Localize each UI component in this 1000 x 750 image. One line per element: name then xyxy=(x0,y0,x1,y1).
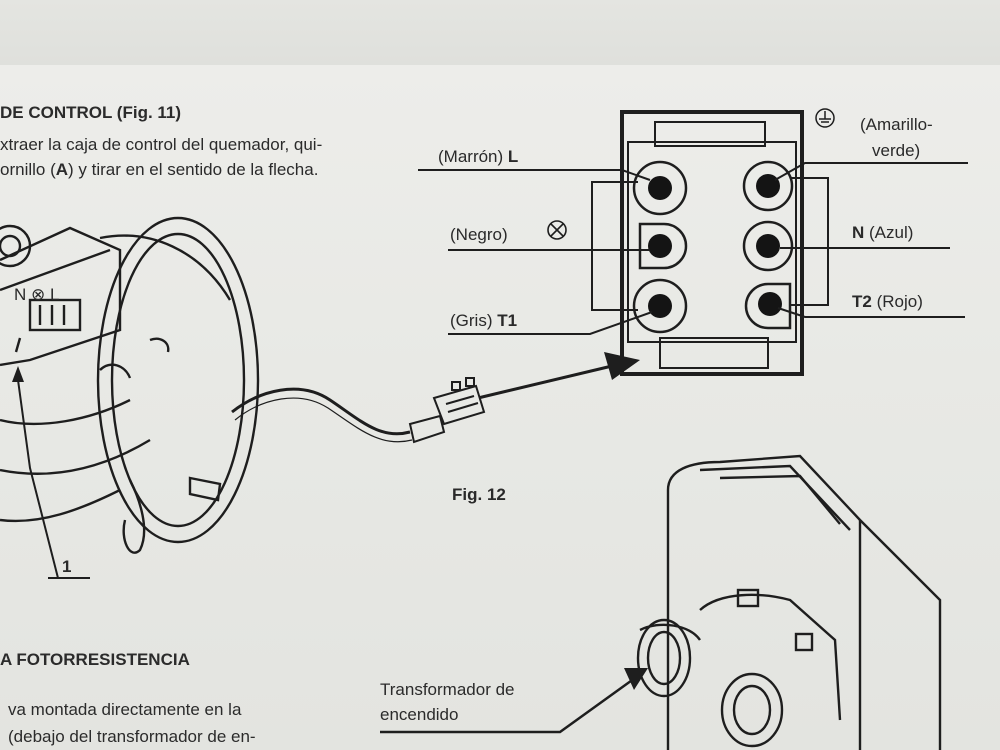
label-amarillo-1: (Amarillo- xyxy=(860,115,933,134)
pin-earth xyxy=(742,160,794,212)
label-negro: (Negro) xyxy=(450,225,508,244)
leader-rojo xyxy=(777,307,965,318)
manual-page xyxy=(0,65,1000,750)
section-heading-fotorresistencia: A FOTORRESISTENCIA xyxy=(0,650,190,669)
pin-N xyxy=(742,220,794,272)
leader-earth xyxy=(774,162,968,181)
pin-L xyxy=(632,160,688,216)
left-bracket xyxy=(591,181,638,311)
connector-inner-frame xyxy=(627,141,797,343)
transformer-arrow xyxy=(380,668,648,734)
section-control-line-2: ornillo (A) y tirar en el sentido de la … xyxy=(0,160,319,179)
pin-T1 xyxy=(632,278,688,334)
insert-arrow xyxy=(477,352,640,400)
connector-diagram xyxy=(418,110,968,376)
label-azul: N (Azul) xyxy=(852,223,913,242)
earth-icon xyxy=(815,108,835,128)
right-bracket xyxy=(790,177,829,306)
cross-circle-icon xyxy=(547,220,567,240)
label-amarillo-2: verde) xyxy=(872,141,920,160)
transformer-drawing xyxy=(636,454,942,750)
label-gris: (Gris) T1 xyxy=(450,311,517,330)
section-heading-control: DE CONTROL (Fig. 11) xyxy=(0,103,182,122)
leader-marron xyxy=(418,169,651,181)
section-foto-line-1: va montada directamente en la xyxy=(8,700,242,719)
section-foto-line-2: (debajo del transformador de en- xyxy=(8,727,256,746)
pin-negro xyxy=(638,222,688,270)
transformer-label-line-2: encendido xyxy=(380,705,459,724)
label-marron: (Marrón) L xyxy=(438,147,518,166)
connector-outer-frame xyxy=(620,110,804,376)
leader-gris xyxy=(448,311,653,335)
label-rojo: T2 (Rojo) xyxy=(852,292,923,311)
burner-drawing xyxy=(0,216,260,579)
connector-top-tab xyxy=(654,121,766,147)
section-control-line-1: xtraer la caja de control del quemador, … xyxy=(0,135,323,154)
part-number-1: 1 xyxy=(62,557,71,576)
transformer-label-line-1: Transformador de xyxy=(380,680,515,699)
terminal-marks: N ⊗ L xyxy=(14,285,59,304)
pin-T2 xyxy=(744,282,792,330)
figure-12-caption: Fig. 12 xyxy=(452,485,506,504)
connector-bottom-tab xyxy=(659,337,769,369)
background-sheet xyxy=(0,0,1000,65)
plug-and-cable xyxy=(231,377,486,444)
